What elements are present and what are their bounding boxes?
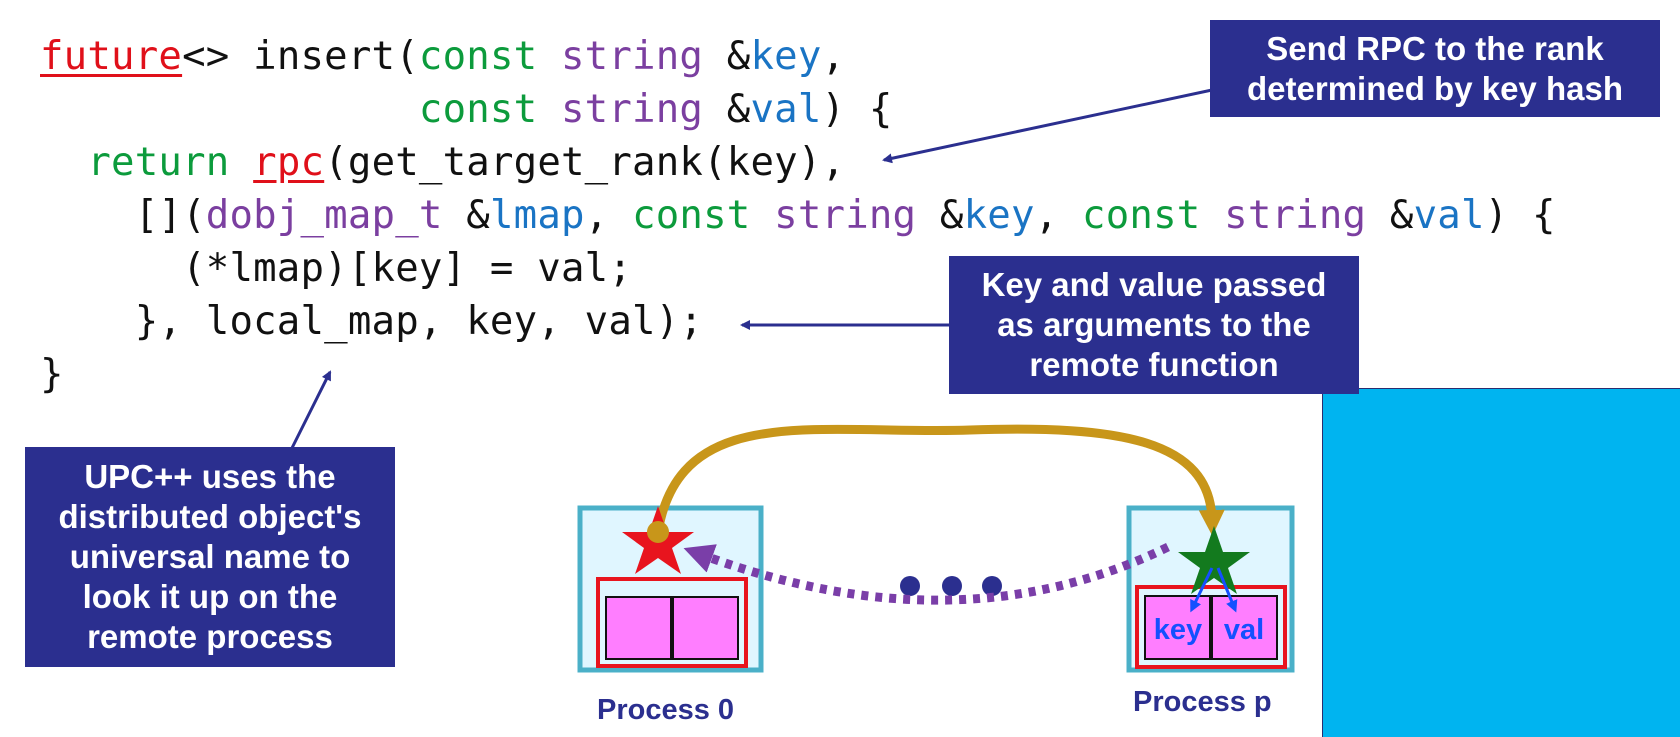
code-block: future<> insert(const string &key, const… [40, 30, 1556, 401]
code-token: string [774, 193, 917, 238]
code-line: const string &val) { [40, 83, 1556, 136]
code-token: val [1413, 193, 1485, 238]
ellipsis-dot [982, 576, 1002, 596]
code-token: , [821, 34, 846, 79]
code-token: (get_target_rank(key), [324, 140, 846, 185]
code-token: string [560, 87, 704, 132]
code-token: key [750, 34, 822, 79]
code-token: lmap [489, 193, 585, 238]
code-line: (*lmap)[key] = val; [40, 242, 1556, 295]
callout-text-line: look it up on the [82, 578, 338, 615]
processp-cell-val [1210, 595, 1278, 660]
code-token: & [1366, 193, 1414, 238]
code-token: dobj_map_t [205, 193, 443, 238]
cyan-panel [1322, 388, 1680, 737]
arrow-to-val [1216, 567, 1238, 613]
code-line: } [40, 348, 1556, 401]
code-token: const [418, 34, 538, 79]
code-token: , [584, 193, 633, 238]
code-token: rpc [253, 140, 325, 185]
callout-text-line: as arguments to the [997, 306, 1311, 343]
key-label: key [1154, 614, 1202, 646]
callout-key-value-arguments: Key and value passed as arguments to the… [949, 256, 1359, 394]
code-line: future<> insert(const string &key, [40, 30, 1556, 83]
code-token: []( [40, 193, 206, 238]
callout-text-line: universal name to [69, 538, 351, 575]
process0-cell-left [605, 596, 673, 660]
callout-text-line: remote process [87, 618, 333, 655]
rpc-origin-dot [647, 521, 669, 543]
code-token: future [40, 34, 183, 79]
code-token: ) { [1484, 193, 1556, 238]
code-token: string [561, 34, 704, 79]
code-token: const [632, 193, 751, 238]
process0-label: Process 0 [597, 694, 735, 726]
dotted-return-arrow [683, 542, 1170, 605]
code-token: ) { [821, 87, 893, 132]
arrow-rpc-callout [882, 88, 1213, 164]
code-token: const [1082, 193, 1201, 238]
process0-map-frame [596, 577, 748, 668]
callout-text-line: UPC++ uses the [84, 458, 336, 495]
processp-label: Process p [1133, 686, 1272, 718]
rpc-arc-arrow [653, 424, 1225, 536]
code-line: }, local_map, key, val); [40, 295, 1556, 348]
callout-text-line: determined by key hash [1247, 69, 1623, 107]
code-token: const [418, 87, 538, 132]
callout-text-line: Key and value passed [981, 266, 1327, 303]
process0-cell-right [671, 596, 739, 660]
processp-map-frame [1135, 585, 1287, 669]
code-token: , [1034, 193, 1083, 238]
code-token: (*lmap)[key] = val; [40, 246, 632, 291]
arrow-upc-callout [290, 370, 332, 449]
callout-universal-name: UPC++ uses the distributed object's univ… [25, 447, 395, 667]
val-label: val [1224, 614, 1264, 646]
code-token: & [442, 193, 490, 238]
ellipsis-dot [900, 576, 920, 596]
code-token: & [916, 193, 964, 238]
code-token: <> insert( [182, 34, 419, 79]
code-token: val [750, 87, 822, 132]
code-token: } [40, 352, 64, 397]
code-token: key [963, 193, 1035, 238]
callout-send-rpc: Send RPC to the rank determined by key h… [1210, 20, 1660, 117]
callout-text-line: remote function [1029, 346, 1279, 383]
code-line: [](dobj_map_t &lmap, const string &key, … [40, 189, 1556, 242]
code-token: string [1224, 193, 1367, 238]
ellipsis-dot [942, 576, 962, 596]
code-line: return rpc(get_target_rank(key), [40, 136, 1556, 189]
arrow-to-key [1190, 567, 1214, 613]
code-token: return [87, 140, 230, 185]
callout-text-line: Send RPC to the rank [1266, 29, 1604, 67]
green-star-icon [1178, 526, 1250, 594]
code-token: & [703, 34, 751, 79]
code-token: }, local_map, key, val); [40, 299, 704, 344]
code-token: & [703, 87, 751, 132]
callout-text-line: distributed object's [58, 498, 362, 535]
